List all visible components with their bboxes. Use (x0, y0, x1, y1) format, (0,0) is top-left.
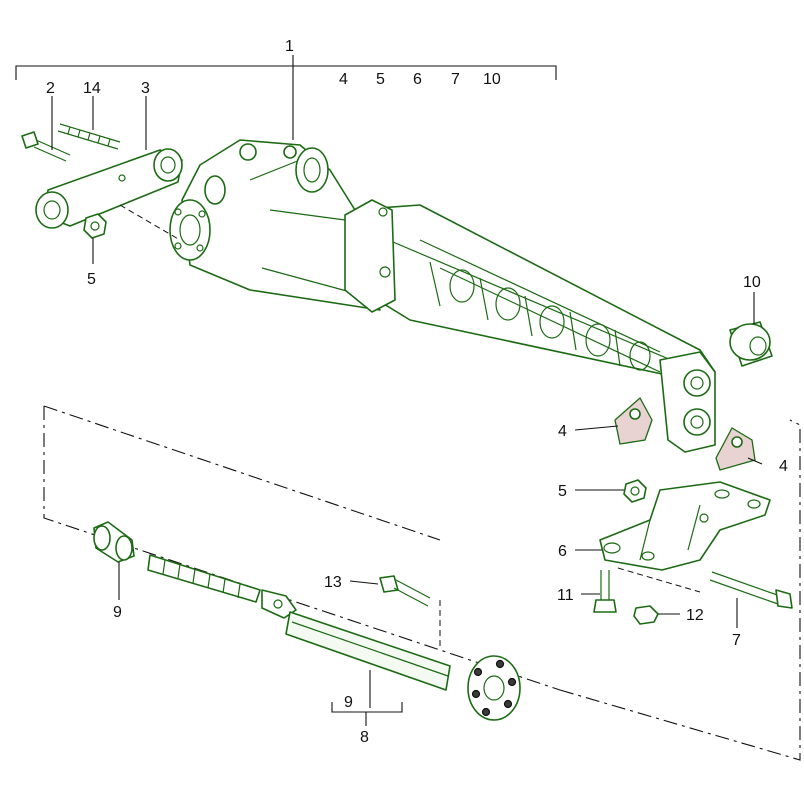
label-6: 6 (558, 543, 567, 560)
label-4-right: 4 (779, 458, 788, 475)
nut-5-top (83, 213, 107, 239)
label-7: 7 (732, 632, 741, 649)
rubber-mount-10 (729, 321, 773, 367)
label-10: 10 (743, 274, 761, 291)
mount-pad-4-left (614, 396, 653, 445)
label-8: 8 (360, 729, 369, 746)
leader-lines (51, 96, 763, 726)
link-arm-3 (35, 148, 183, 229)
label-3: 3 (141, 80, 150, 97)
label-group-7: 7 (451, 71, 460, 88)
label-4-left: 4 (558, 423, 567, 440)
bolt-11 (593, 570, 617, 613)
label-5-top: 5 (87, 271, 96, 288)
label-12: 12 (686, 607, 704, 624)
part-labels: 1 2 14 3 4 5 6 7 10 5 10 4 4 5 6 11 12 7… (46, 38, 788, 746)
nut-5-mid (623, 479, 647, 503)
label-group-5: 5 (376, 71, 385, 88)
label-group-4: 4 (339, 71, 348, 88)
label-group-10: 10 (483, 71, 501, 88)
bolt-14 (57, 123, 121, 150)
subassembly-frame (43, 204, 801, 761)
label-1: 1 (285, 38, 294, 55)
label-9-left: 9 (113, 604, 122, 621)
label-13: 13 (324, 574, 342, 591)
mounting-bracket-6 (599, 481, 771, 571)
bolt-13 (379, 575, 431, 607)
assembly-bracket-1 (15, 55, 557, 140)
axle-housing (169, 139, 716, 453)
bolt-2 (21, 131, 71, 162)
nut-12 (633, 605, 659, 625)
label-9-bottom: 9 (344, 694, 353, 711)
bolt-7 (709, 571, 793, 609)
drive-shaft-8 (147, 554, 521, 721)
label-11: 11 (557, 587, 574, 604)
label-14: 14 (83, 80, 101, 97)
label-5-mid: 5 (558, 483, 567, 500)
boot-9 (93, 521, 135, 563)
mount-pad-4-right (715, 427, 756, 471)
label-group-6: 6 (413, 71, 422, 88)
label-2: 2 (46, 80, 55, 97)
